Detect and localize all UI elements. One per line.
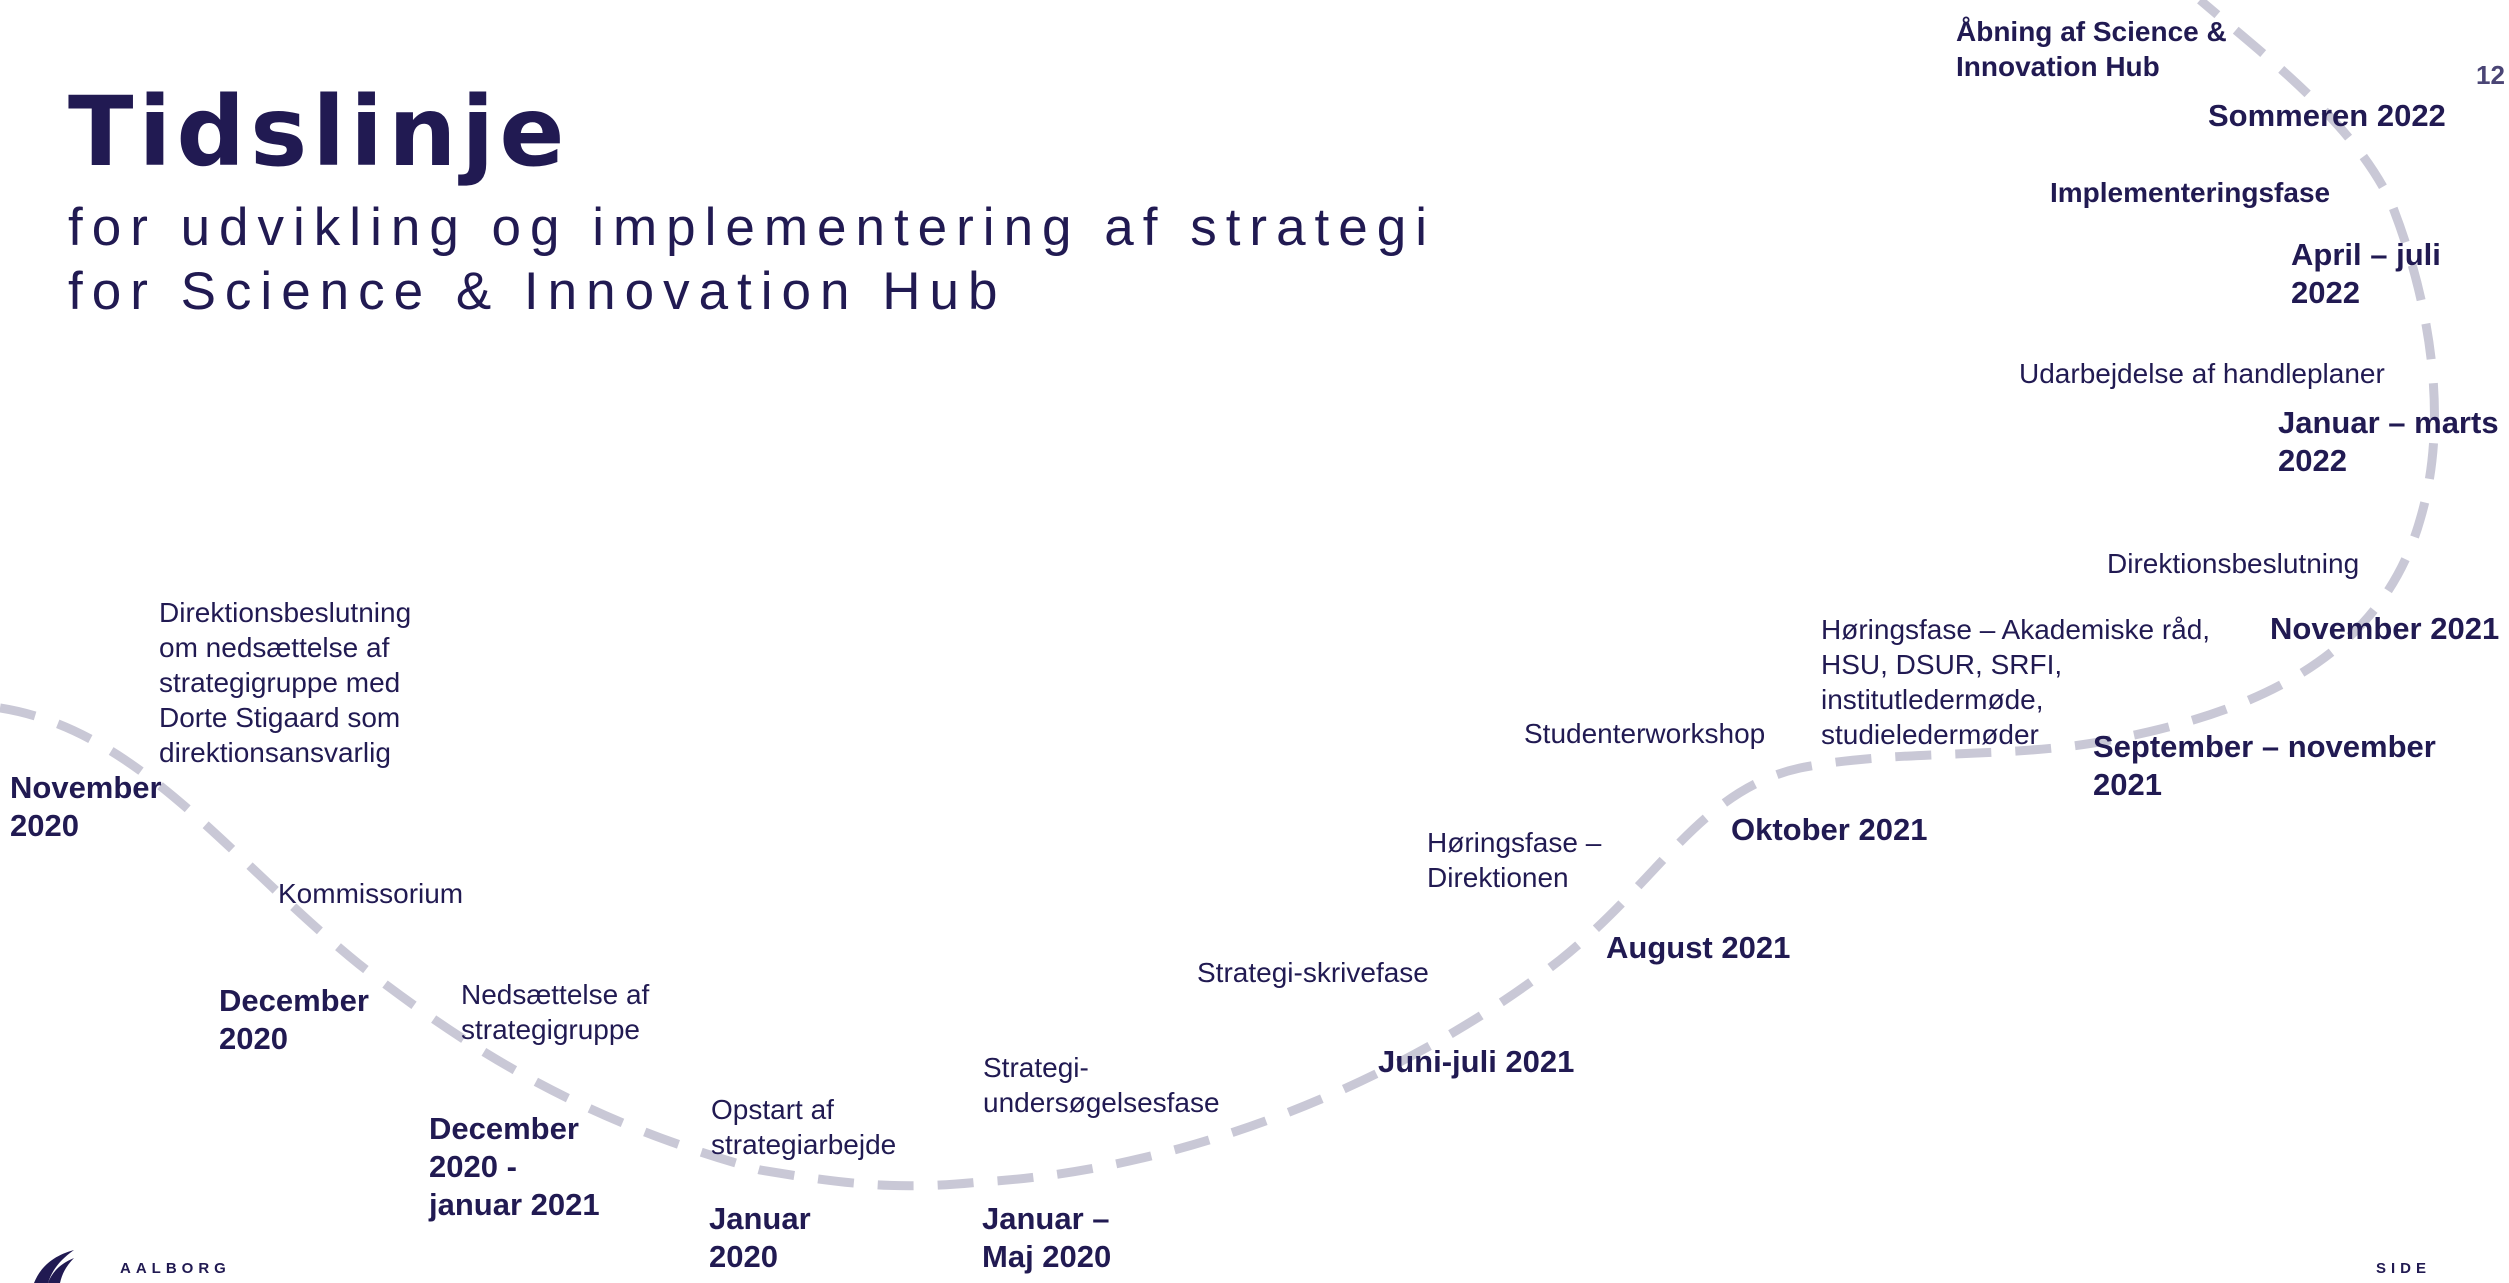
event-description: Nedsættelse af strategigruppe xyxy=(461,979,650,1045)
slide-subtitle: for udvikling og implementering af strat… xyxy=(68,196,1436,324)
event-description: Kommissorium xyxy=(278,878,464,909)
event-description: Implementeringsfase xyxy=(2050,177,2331,208)
event-date: Oktober 2021 xyxy=(1731,812,1928,847)
event-date: Juni-juli 2021 xyxy=(1378,1044,1575,1079)
event-description: Åbning af Science & Innovation Hub xyxy=(1956,16,2227,82)
subtitle-line: for udvikling og implementering af strat… xyxy=(68,198,1436,257)
event-description: Strategi- undersøgelsesfase xyxy=(983,1052,1220,1118)
event-date: September – november 2021 xyxy=(2093,729,2436,802)
slide-title: Tidslinje xyxy=(68,76,570,188)
event-date: November 2020 xyxy=(10,770,162,843)
event-description: Direktionsbeslutning xyxy=(2107,548,2360,579)
event-description: Høringsfase – Akademiske råd, HSU, DSUR,… xyxy=(1821,614,2211,750)
university-logo-icon xyxy=(34,1250,74,1283)
university-name: AALBORG xyxy=(120,1260,231,1277)
event-date: November 2021 xyxy=(2270,611,2500,646)
event-date: Januar 2020 xyxy=(709,1201,811,1274)
page-number: 12 xyxy=(2476,60,2505,90)
event-date: August 2021 xyxy=(1606,930,1791,965)
event-description: Direktionsbeslutning om nedsættelse af s… xyxy=(159,597,412,768)
event-date: December 2020 - januar 2021 xyxy=(429,1111,600,1222)
event-date: December 2020 xyxy=(219,983,369,1056)
page-footer-label: SIDE xyxy=(2376,1260,2432,1277)
event-description: Udarbejdelse af handleplaner xyxy=(2019,358,2385,389)
event-description: Studenterworkshop xyxy=(1524,718,1766,749)
event-date: Sommeren 2022 xyxy=(2208,98,2446,133)
subtitle-line: for Science & Innovation Hub xyxy=(68,262,1007,321)
event-date: Januar – Maj 2020 xyxy=(982,1201,1112,1274)
event-description: Opstart af strategiarbejde xyxy=(711,1094,897,1160)
event-description: Strategi-skrivefase xyxy=(1197,957,1429,988)
event-date: April – juli 2022 xyxy=(2291,237,2441,310)
event-date: Januar – marts 2022 xyxy=(2278,405,2499,478)
event-description: Høringsfase – Direktionen xyxy=(1427,827,1602,893)
